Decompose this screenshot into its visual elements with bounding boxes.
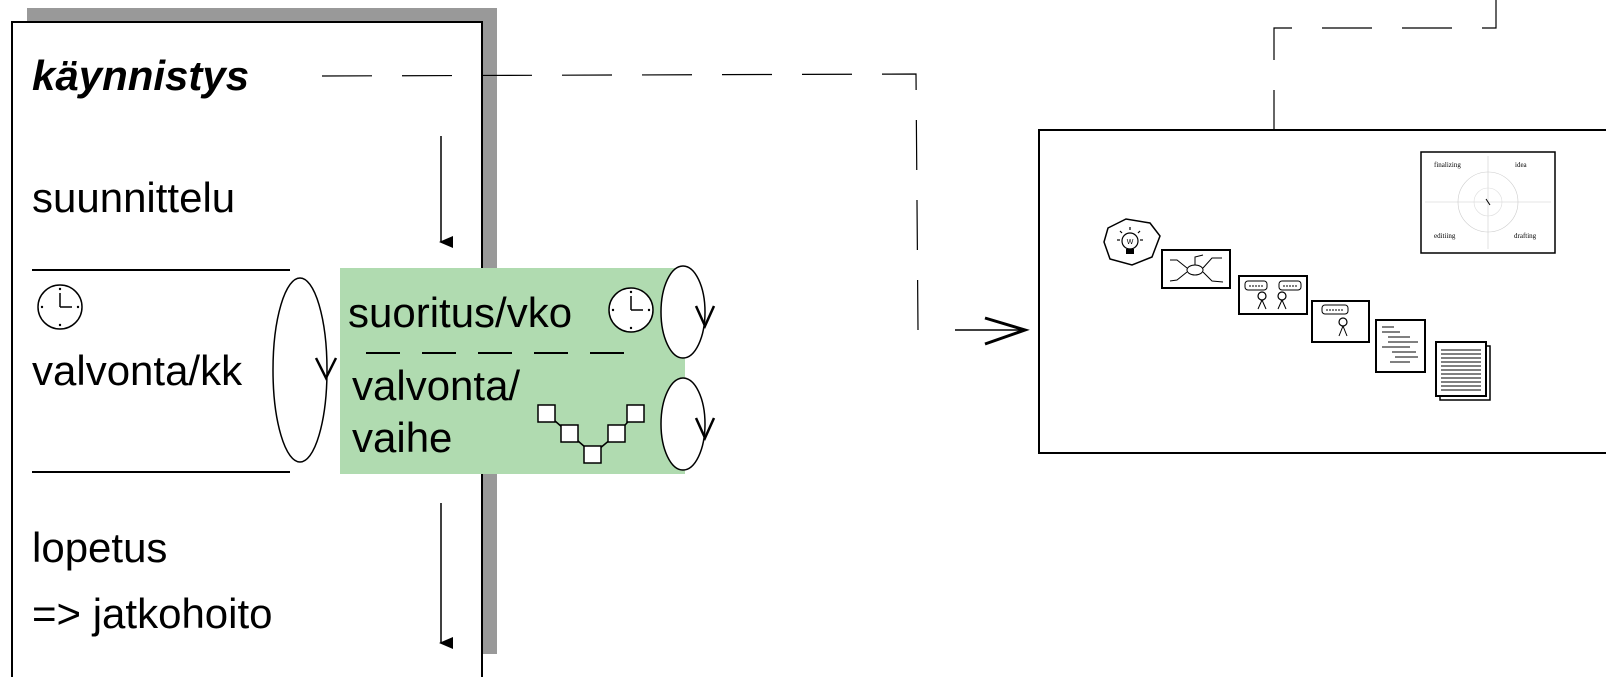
cycle-label-finalizing: finalizing <box>1434 161 1461 169</box>
cycle-label-drafting: drafting <box>1514 232 1537 240</box>
weekly-loop-arrow <box>694 305 716 330</box>
lightbulb-idea-icon: W <box>1103 218 1161 266</box>
document-stack-icon <box>1435 341 1491 401</box>
monthly-loop-arrow <box>314 357 338 381</box>
dashed-connector-top <box>1273 0 1497 300</box>
svg-text:W: W <box>1127 239 1134 246</box>
phase-execution-weekly: suoritus/vko <box>348 289 572 336</box>
phase-monitoring-monthly: valvonta/kk <box>32 347 243 394</box>
document-icon <box>1375 319 1426 373</box>
mind-map-icon <box>1161 249 1231 289</box>
phase-closing: lopetus <box>32 524 167 571</box>
discussion-icon <box>1238 275 1308 315</box>
cycle-label-idea: idea <box>1515 161 1528 169</box>
presenter-icon <box>1311 300 1370 343</box>
dashed-connector-start <box>321 73 919 331</box>
phase-start: käynnistys <box>32 52 249 99</box>
phase-loop-arrow <box>694 417 716 442</box>
cycle-label-editing: editiing <box>1434 232 1456 240</box>
phase-planning: suunnittelu <box>32 174 235 221</box>
writing-cycle-chart: finalizing idea editiing drafting <box>1420 151 1556 254</box>
clock-icon <box>37 284 83 330</box>
arrow-into-box-head <box>984 316 1030 346</box>
clock-icon <box>608 287 654 333</box>
phase-loop <box>660 377 706 471</box>
phase-follow-up: => jatkohoito <box>32 590 273 637</box>
milestone-network-icon <box>537 404 645 464</box>
monthly-loop <box>272 277 328 463</box>
phase-monitoring-phase-2: vaihe <box>352 414 452 461</box>
weekly-loop <box>660 265 706 359</box>
phase-monitoring-phase-1: valvonta/ <box>352 362 520 409</box>
